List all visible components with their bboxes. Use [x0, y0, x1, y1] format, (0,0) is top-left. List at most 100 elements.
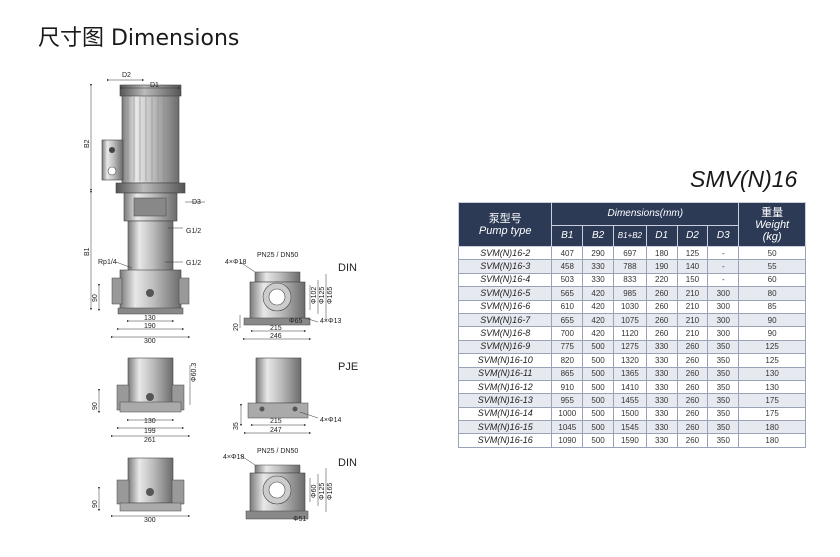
main-pump-drawing: D2 D1 D3 G1/2 G1/2 Rp1/4 B2 B1 90 130 19… [84, 72, 205, 345]
value-cell-b1: 910 [551, 379, 584, 395]
middle-front-view: Φ60.3 90 130 199 261 [92, 357, 198, 444]
col-b1: B1 [551, 225, 584, 247]
value-cell-b2: 420 [582, 299, 614, 314]
value-cell-d1: 260 [645, 286, 678, 301]
pump-model-cell: SVM(N)16-16 [457, 433, 553, 448]
value-cell-b12: 697 [612, 245, 647, 261]
bot-h90: 90 [92, 500, 99, 508]
value-cell-d3: - [707, 245, 740, 261]
dimensions-table: 泵型号 Pump type Dimensions(mm) 重量 Weight (… [457, 202, 806, 448]
value-cell-b12: 1275 [612, 339, 647, 355]
value-cell-d1: 330 [645, 420, 678, 435]
value-cell-d2: 150 [676, 272, 709, 288]
din-w215: 215 [270, 325, 282, 332]
pump-model-cell: SVM(N)16-15 [457, 420, 553, 435]
bot-w300: 300 [144, 517, 156, 524]
pje-holes: 4×Φ14 [320, 417, 341, 424]
value-cell-d1: 330 [645, 379, 678, 395]
value-cell-d2: 210 [676, 326, 709, 341]
value-cell-w: 180 [738, 433, 806, 448]
value-cell-b2: 420 [582, 286, 614, 301]
col-b2: B2 [582, 225, 614, 247]
value-cell-d1: 330 [645, 339, 678, 355]
value-cell-w: 90 [738, 326, 806, 341]
pump-model-cell: SVM(N)16-3 [457, 259, 553, 274]
value-cell-b2: 330 [582, 272, 614, 288]
mid-w261: 261 [144, 437, 156, 444]
value-cell-d3: 350 [707, 366, 740, 381]
value-cell-w: 130 [738, 379, 806, 395]
col-d3: D3 [707, 225, 740, 247]
din-d165: Φ165 [327, 287, 334, 304]
label-din-2: DIN [338, 457, 357, 469]
dim-d3: D3 [192, 199, 201, 206]
value-cell-b12: 1030 [612, 299, 647, 314]
value-cell-d1: 330 [645, 406, 678, 422]
value-cell-b2: 500 [582, 433, 614, 448]
value-cell-d3: 350 [707, 393, 740, 408]
din2-pn: PN25 / DN50 [257, 448, 298, 455]
value-cell-d1: 260 [645, 312, 678, 328]
side-view-pje: 35 215 247 4×Φ14 PJE [233, 357, 358, 435]
pump-model-cell: SVM(N)16-5 [457, 286, 553, 301]
value-cell-b12: 1455 [612, 393, 647, 408]
value-cell-d2: 210 [676, 312, 709, 328]
mid-h90: 90 [92, 402, 99, 410]
value-cell-d3: 350 [707, 406, 740, 422]
value-cell-d1: 260 [645, 299, 678, 314]
value-cell-b2: 500 [582, 366, 614, 381]
value-cell-d2: 260 [676, 379, 709, 395]
value-cell-d3: 350 [707, 353, 740, 368]
pje-w247: 247 [270, 427, 282, 434]
col-pump-type: 泵型号 Pump type [457, 202, 553, 247]
value-cell-d2: 260 [676, 339, 709, 355]
col-weight: 重量 Weight (kg) [738, 202, 806, 247]
value-cell-d2: 260 [676, 433, 709, 448]
value-cell-w: 50 [738, 245, 806, 261]
value-cell-b2: 420 [582, 312, 614, 328]
value-cell-b1: 610 [551, 299, 584, 314]
value-cell-b12: 1320 [612, 353, 647, 368]
pump-model-cell: SVM(N)16-2 [457, 245, 553, 261]
value-cell-w: 130 [738, 366, 806, 381]
value-cell-b2: 500 [582, 420, 614, 435]
dim-d1: D1 [150, 82, 159, 89]
pump-model-cell: SVM(N)16-6 [457, 299, 553, 314]
value-cell-b1: 700 [551, 326, 584, 341]
value-cell-w: 60 [738, 272, 806, 288]
value-cell-d1: 220 [645, 272, 678, 288]
col-d1: D1 [645, 225, 678, 247]
value-cell-d3: 350 [707, 433, 740, 448]
value-cell-w: 85 [738, 299, 806, 314]
value-cell-b12: 1590 [612, 433, 647, 448]
value-cell-b2: 500 [582, 379, 614, 395]
pump-model-cell: SVM(N)16-10 [457, 353, 553, 368]
value-cell-b1: 503 [551, 272, 584, 288]
weight-en: Weight [755, 218, 790, 231]
value-cell-d2: 260 [676, 393, 709, 408]
value-cell-w: 175 [738, 406, 806, 422]
din2-d165: Φ165 [327, 483, 334, 500]
value-cell-b1: 955 [551, 393, 584, 408]
value-cell-w: 90 [738, 312, 806, 328]
value-cell-w: 55 [738, 259, 806, 274]
value-cell-b2: 500 [582, 406, 614, 422]
value-cell-b2: 290 [582, 245, 614, 261]
dim-d2: D2 [122, 72, 131, 79]
value-cell-w: 125 [738, 353, 806, 368]
din2-d60: Φ60 [311, 485, 318, 498]
value-cell-w: 80 [738, 286, 806, 301]
value-cell-d3: 350 [707, 420, 740, 435]
pje-w215: 215 [270, 418, 282, 425]
din-d125: Φ125 [319, 287, 326, 304]
dim-h90: 90 [92, 294, 99, 302]
value-cell-b1: 458 [551, 259, 584, 274]
value-cell-d1: 330 [645, 353, 678, 368]
